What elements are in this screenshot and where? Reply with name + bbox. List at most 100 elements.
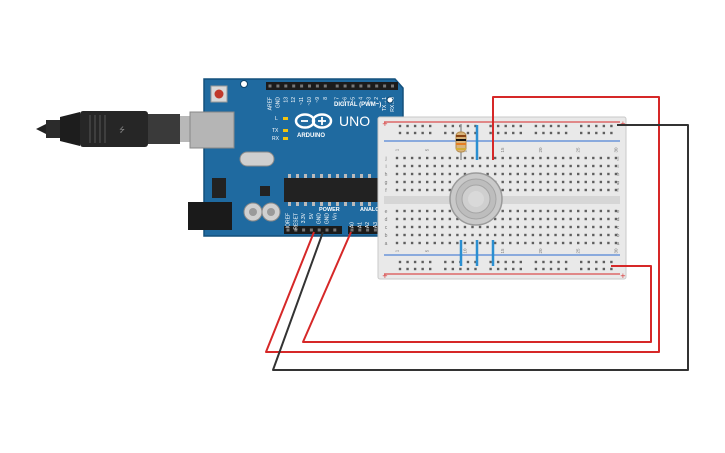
rail-hole[interactable] — [519, 267, 522, 271]
terminal-hole[interactable] — [501, 241, 504, 245]
terminal-hole[interactable] — [501, 156, 504, 160]
power-pin-hole[interactable] — [309, 228, 313, 232]
terminal-hole[interactable] — [531, 188, 535, 192]
terminal-hole[interactable] — [577, 217, 580, 221]
terminal-hole[interactable] — [524, 217, 527, 221]
terminal-hole[interactable] — [463, 241, 467, 245]
terminal-hole[interactable] — [463, 225, 467, 229]
terminal-hole[interactable] — [433, 164, 436, 168]
terminal-hole[interactable] — [403, 217, 406, 221]
terminal-hole[interactable] — [577, 156, 580, 160]
rail-hole[interactable] — [421, 124, 424, 128]
terminal-hole[interactable] — [501, 209, 504, 213]
terminal-hole[interactable] — [531, 225, 535, 229]
terminal-hole[interactable] — [577, 209, 580, 213]
rail-hole[interactable] — [421, 260, 424, 264]
terminal-hole[interactable] — [456, 217, 459, 221]
rail-hole[interactable] — [413, 267, 417, 271]
terminal-hole[interactable] — [569, 217, 572, 221]
rail-hole[interactable] — [406, 131, 409, 135]
terminal-hole[interactable] — [599, 180, 603, 184]
terminal-hole[interactable] — [441, 225, 444, 229]
terminal-hole[interactable] — [554, 156, 557, 160]
rail-hole[interactable] — [413, 131, 417, 135]
rail-hole[interactable] — [549, 260, 553, 264]
terminal-hole[interactable] — [584, 217, 587, 221]
terminal-hole[interactable] — [554, 217, 557, 221]
power-pin-hole[interactable] — [294, 228, 298, 232]
terminal-hole[interactable] — [592, 209, 595, 213]
rail-hole[interactable] — [496, 267, 500, 271]
terminal-hole[interactable] — [418, 209, 421, 213]
terminal-hole[interactable] — [561, 225, 565, 229]
terminal-hole[interactable] — [501, 217, 504, 221]
rail-hole[interactable] — [413, 260, 417, 264]
rail-hole[interactable] — [557, 260, 560, 264]
power-pin-hole[interactable] — [302, 228, 306, 232]
rail-hole[interactable] — [451, 260, 455, 264]
terminal-hole[interactable] — [592, 172, 595, 176]
terminal-hole[interactable] — [546, 233, 550, 237]
rail-hole[interactable] — [398, 260, 402, 264]
terminal-hole[interactable] — [592, 241, 595, 245]
rail-hole[interactable] — [398, 131, 402, 135]
terminal-hole[interactable] — [539, 156, 542, 160]
power-pin-hole[interactable] — [333, 228, 337, 232]
terminal-hole[interactable] — [584, 241, 587, 245]
terminal-hole[interactable] — [614, 233, 618, 237]
terminal-hole[interactable] — [599, 233, 603, 237]
terminal-hole[interactable] — [607, 172, 610, 176]
rail-hole[interactable] — [451, 131, 455, 135]
rail-hole[interactable] — [444, 260, 447, 264]
rail-hole[interactable] — [519, 260, 522, 264]
rail-hole[interactable] — [474, 124, 477, 128]
terminal-hole[interactable] — [607, 209, 610, 213]
terminal-hole[interactable] — [448, 233, 452, 237]
rail-hole[interactable] — [564, 124, 568, 128]
rail-hole[interactable] — [587, 260, 590, 264]
rail-hole[interactable] — [444, 267, 447, 271]
digital-pin-hole[interactable] — [284, 84, 288, 88]
terminal-hole[interactable] — [599, 164, 603, 168]
rail-hole[interactable] — [406, 124, 409, 128]
terminal-hole[interactable] — [561, 164, 565, 168]
terminal-hole[interactable] — [546, 241, 550, 245]
terminal-hole[interactable] — [509, 225, 512, 229]
terminal-hole[interactable] — [395, 217, 399, 221]
terminal-hole[interactable] — [433, 217, 436, 221]
terminal-hole[interactable] — [456, 172, 459, 176]
terminal-hole[interactable] — [478, 164, 482, 168]
rail-hole[interactable] — [595, 260, 598, 264]
terminal-hole[interactable] — [577, 233, 580, 237]
rail-hole[interactable] — [474, 260, 477, 264]
terminal-hole[interactable] — [531, 217, 535, 221]
terminal-hole[interactable] — [403, 180, 406, 184]
rail-hole[interactable] — [519, 124, 522, 128]
rail-hole[interactable] — [406, 267, 409, 271]
terminal-hole[interactable] — [577, 180, 580, 184]
terminal-hole[interactable] — [493, 217, 497, 221]
terminal-hole[interactable] — [486, 156, 489, 160]
terminal-hole[interactable] — [410, 225, 414, 229]
terminal-hole[interactable] — [516, 209, 519, 213]
terminal-hole[interactable] — [471, 241, 474, 245]
terminal-hole[interactable] — [561, 180, 565, 184]
terminal-hole[interactable] — [448, 156, 452, 160]
terminal-hole[interactable] — [441, 241, 444, 245]
terminal-hole[interactable] — [501, 188, 504, 192]
terminal-hole[interactable] — [539, 241, 542, 245]
terminal-hole[interactable] — [516, 188, 519, 192]
terminal-hole[interactable] — [418, 217, 421, 221]
terminal-hole[interactable] — [433, 172, 436, 176]
terminal-hole[interactable] — [448, 172, 452, 176]
terminal-hole[interactable] — [410, 180, 414, 184]
terminal-hole[interactable] — [569, 241, 572, 245]
rail-hole[interactable] — [429, 131, 432, 135]
terminal-hole[interactable] — [493, 172, 497, 176]
terminal-hole[interactable] — [539, 217, 542, 221]
terminal-hole[interactable] — [433, 180, 436, 184]
terminal-hole[interactable] — [524, 188, 527, 192]
terminal-hole[interactable] — [463, 233, 467, 237]
terminal-hole[interactable] — [433, 188, 436, 192]
terminal-hole[interactable] — [448, 225, 452, 229]
